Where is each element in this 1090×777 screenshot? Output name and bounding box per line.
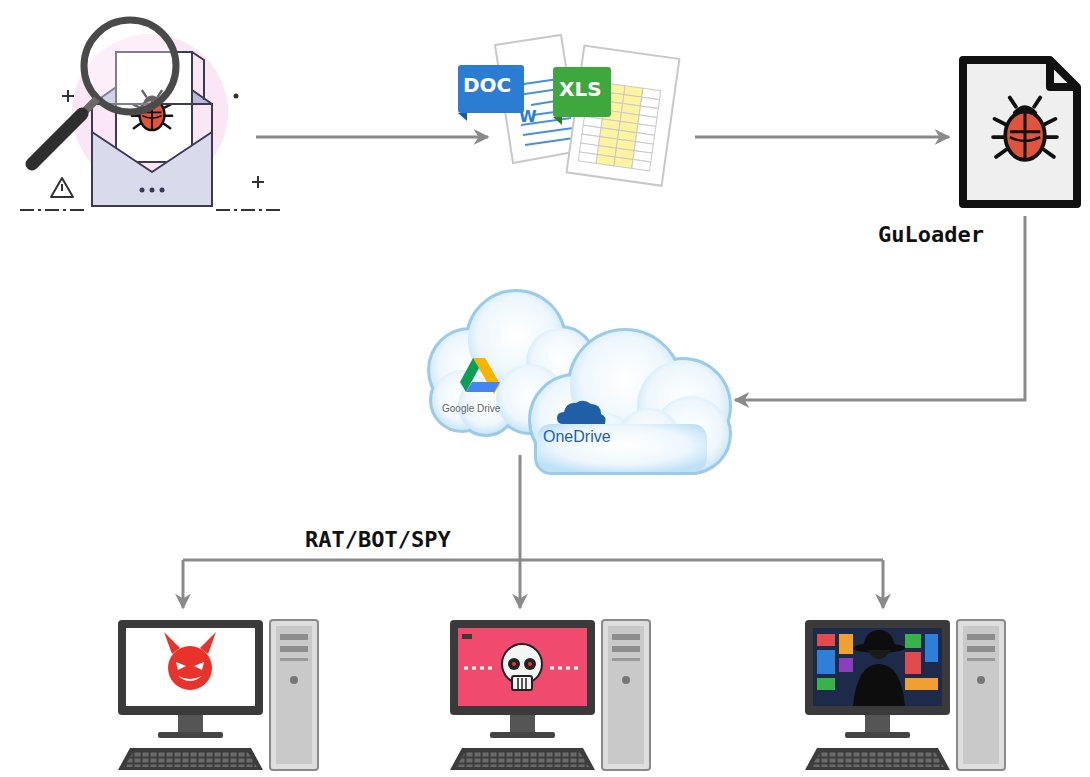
phishing-email-icon xyxy=(20,20,282,210)
text-holder: W xyxy=(519,108,537,126)
cloud-storage: OneDrive xyxy=(513,328,733,478)
text-holder: XLS xyxy=(559,78,602,101)
infected-computer xyxy=(805,620,1005,770)
flow-arrow xyxy=(695,136,949,139)
flow-arrow xyxy=(735,216,1025,400)
xls-file-icon-shape xyxy=(553,45,693,185)
file-type-tag: DOC xyxy=(463,74,511,97)
flow-arrow xyxy=(256,136,488,139)
infected-computer xyxy=(450,620,650,770)
payload-label: RAT/BOT/SPY xyxy=(305,527,451,552)
text-holder: GuLoader xyxy=(878,222,984,247)
infected-computer xyxy=(118,620,318,770)
distribution-lines xyxy=(183,455,883,608)
cloud-storage-shape xyxy=(513,328,733,478)
label-holder: RAT/BOT/SPY xyxy=(305,527,451,552)
text-holder: OneDrive xyxy=(543,428,611,446)
malware-file-icon: GuLoader xyxy=(955,52,1085,212)
service-name: OneDrive xyxy=(543,428,611,446)
xls-file-icon: XLS xyxy=(553,45,693,185)
text-holder: DOC xyxy=(463,74,511,97)
text-holder: Google Drive xyxy=(442,403,500,415)
file-type-tag: XLS xyxy=(559,78,602,101)
word-letter: W xyxy=(519,108,537,126)
malware-file-icon-shape xyxy=(955,52,1085,212)
service-name: Google Drive xyxy=(442,403,500,415)
malware-name: GuLoader xyxy=(878,222,984,247)
